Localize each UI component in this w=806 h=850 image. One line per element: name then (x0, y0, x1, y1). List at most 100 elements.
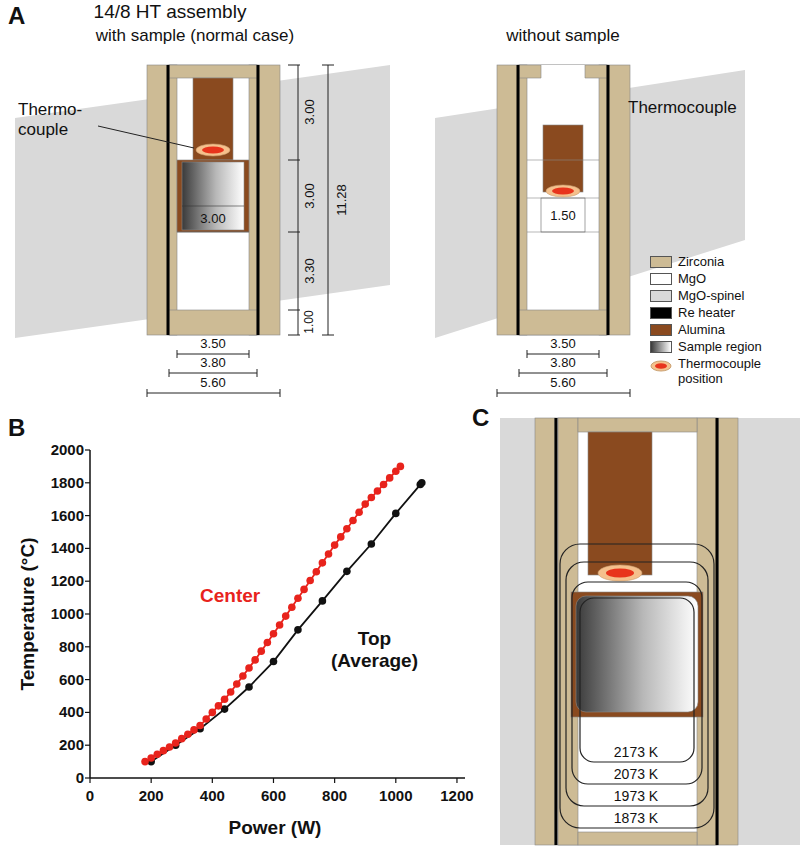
tick-label: 1000 (379, 787, 412, 804)
y-tick (85, 581, 90, 582)
tick-label: 400 (200, 787, 225, 804)
x-tick (334, 778, 335, 783)
center-point (257, 647, 265, 655)
tick-label: 600 (59, 671, 84, 688)
tick-label: 1000 (51, 605, 84, 622)
center-point (184, 730, 192, 738)
legend-text: Thermocouple position (678, 357, 773, 387)
dimension: 11.28 (335, 184, 350, 216)
x-tick (151, 778, 152, 783)
dimension: 3.00 (303, 99, 318, 124)
center-point (294, 595, 302, 603)
top-average-point (319, 597, 327, 605)
center-point (337, 533, 345, 541)
isotherm-label: 2073 K (614, 766, 658, 782)
top-average-point (392, 510, 400, 518)
assembly-with-sample (15, 65, 390, 338)
y-tick (85, 712, 90, 713)
center-point (245, 664, 253, 672)
legend-swatch (650, 290, 672, 302)
part-label: Thermo- couple (18, 100, 96, 139)
center-point (190, 726, 198, 734)
legend-swatch (650, 307, 672, 319)
tick-label: 400 (59, 704, 84, 721)
dimension: 1.00 (303, 310, 317, 333)
x-tick (89, 778, 90, 783)
isotherm-label: 1873 K (614, 810, 658, 826)
tick-label: 1800 (51, 474, 84, 491)
center-point (386, 474, 394, 482)
tick-label: 200 (139, 787, 164, 804)
y-tick (85, 482, 90, 483)
legend-text: MgO-spinel (678, 289, 744, 304)
center-point (343, 525, 351, 533)
dimension: 3.80 (550, 356, 575, 371)
x-tick (456, 778, 457, 783)
x-tick (395, 778, 396, 783)
temperature-distribution (500, 418, 800, 845)
y-tick (85, 679, 90, 680)
center-point (355, 509, 363, 517)
panel-letter: C (472, 404, 489, 432)
y-tick (85, 745, 90, 746)
center-point (227, 688, 235, 696)
panel-letter: B (8, 414, 25, 442)
center-point (251, 656, 259, 664)
top-average-line (151, 483, 422, 762)
isotherm-label: 1973 K (614, 788, 658, 804)
center-point (202, 715, 210, 723)
center-point (331, 541, 339, 549)
center-point (282, 612, 290, 620)
assembly-without-sample (435, 65, 745, 338)
top-average-point (245, 683, 253, 691)
tick-label: 1200 (51, 573, 84, 590)
center-point (380, 481, 388, 489)
legend-swatch (650, 341, 672, 353)
center-point (306, 577, 314, 585)
center-point (270, 630, 278, 638)
dimension: 3.00 (303, 183, 318, 208)
center-point (368, 494, 376, 502)
dimension: 1.50 (550, 209, 575, 224)
y-tick (85, 548, 90, 549)
tick-label: 0 (76, 769, 84, 786)
y-tick (85, 449, 90, 450)
center-point (178, 735, 186, 743)
center-point (221, 695, 229, 703)
center-point (172, 739, 180, 747)
center-point (319, 559, 327, 567)
dimension: 3.00 (200, 212, 225, 227)
center-point (288, 603, 296, 611)
x-tick (212, 778, 213, 783)
top-average-point (343, 568, 351, 576)
part-label: Thermocouple (628, 98, 737, 118)
isotherm-label: 2173 K (614, 744, 658, 760)
legend-swatch (650, 273, 672, 285)
dimension: 3.80 (200, 356, 225, 371)
dimension: 5.60 (550, 376, 575, 391)
center-point (209, 709, 217, 717)
dimension: 3.50 (550, 337, 575, 352)
center-point (276, 621, 284, 629)
tick-label: 1600 (51, 507, 84, 524)
tick-label: 800 (322, 787, 347, 804)
tick-label: 200 (59, 737, 84, 754)
dimension: 5.60 (200, 376, 225, 391)
axis-title: Temperature (°C) (17, 538, 39, 691)
series-label: Top (Average) (322, 628, 427, 672)
axis-ticks (85, 450, 457, 783)
legend-swatch (650, 358, 672, 370)
center-point (325, 550, 333, 558)
center-point (264, 639, 272, 647)
legend-text: Sample region (678, 340, 762, 355)
x-tick (273, 778, 274, 783)
y-tick (85, 613, 90, 614)
tick-label: 1200 (440, 787, 473, 804)
center-point (349, 517, 357, 525)
tick-label: 1400 (51, 540, 84, 557)
center-point (215, 702, 223, 710)
center-point (196, 722, 204, 730)
figure-title: 14/8 HT assembly (94, 1, 247, 23)
panel-letter: A (8, 2, 25, 30)
